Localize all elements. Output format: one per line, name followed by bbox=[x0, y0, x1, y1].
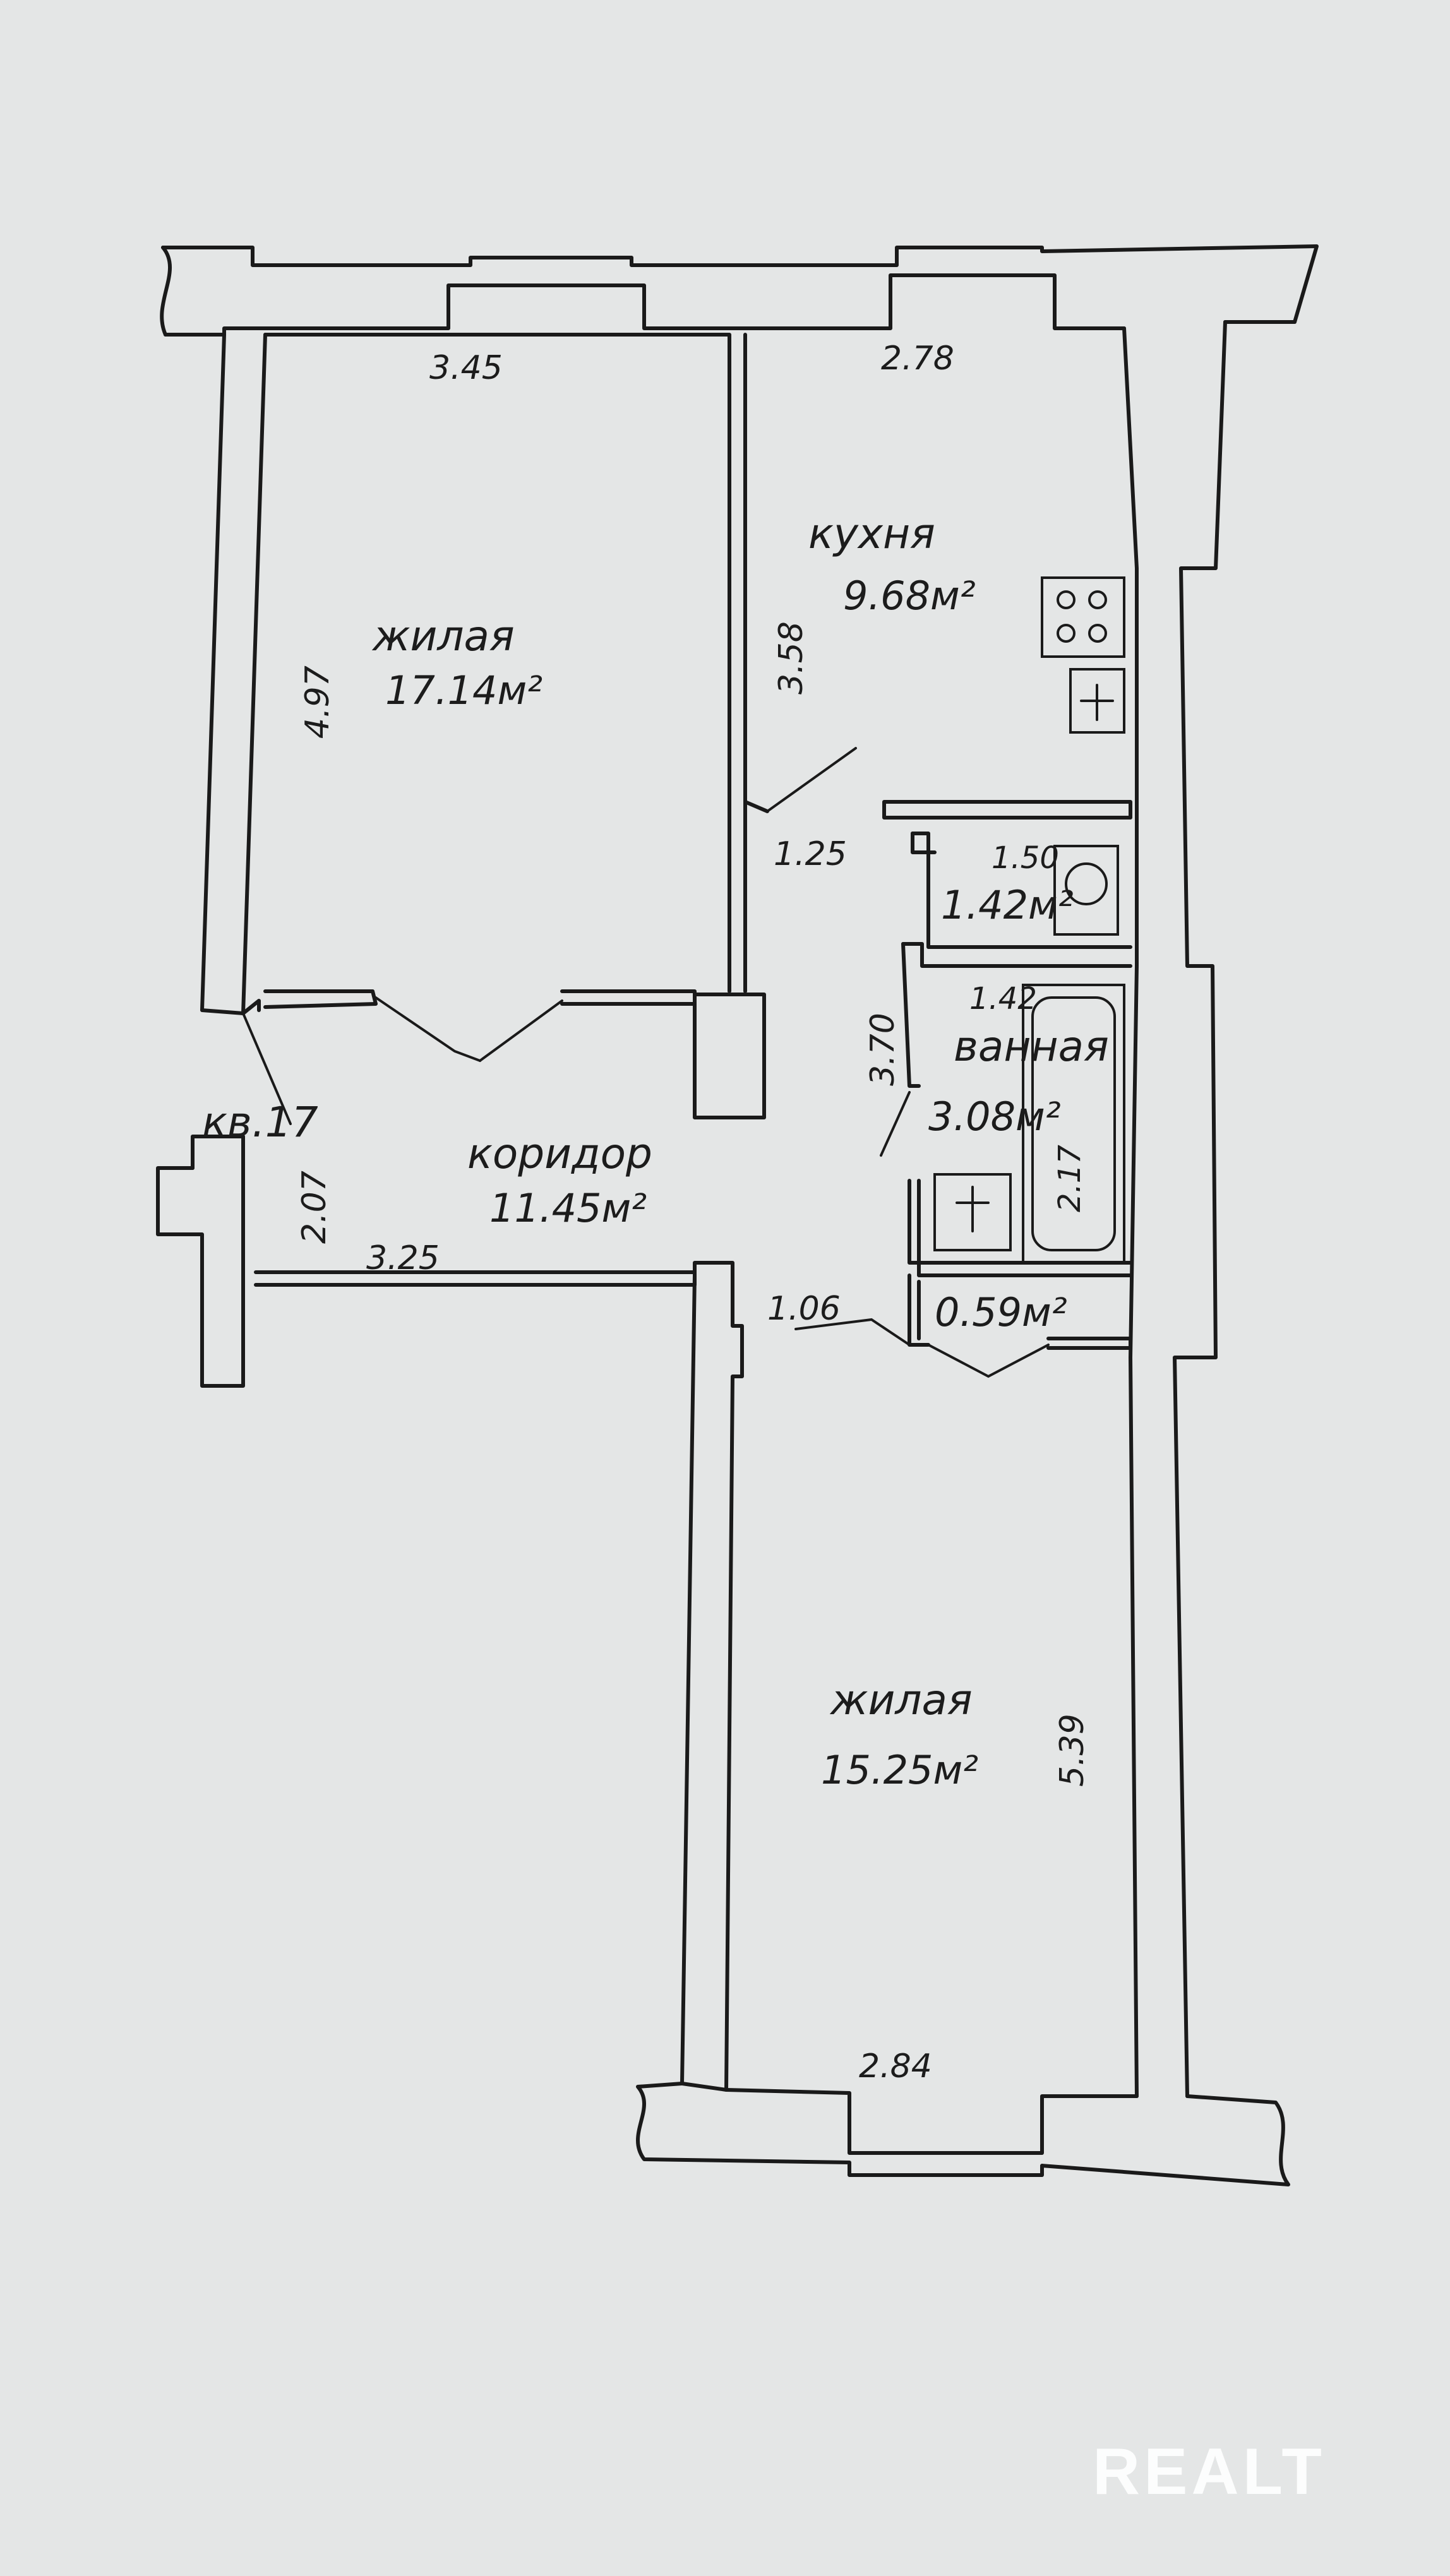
bath-area: 3.08м² bbox=[928, 1094, 1061, 1140]
stove bbox=[1041, 576, 1125, 658]
dim-kitchen-door: 1.25 bbox=[774, 835, 847, 873]
dim-living2-width: 2.84 bbox=[859, 2048, 932, 2085]
toilet bbox=[1053, 845, 1119, 936]
corridor-area: 11.45м² bbox=[489, 1185, 647, 1231]
top-wall-inner bbox=[164, 273, 1126, 337]
right-wall-upper bbox=[1173, 320, 1227, 2098]
living2-name: жилая bbox=[829, 1676, 973, 1724]
dim-corridor-length: 3.70 bbox=[864, 1013, 902, 1086]
dim-living2-length: 5.39 bbox=[1053, 1714, 1091, 1787]
room-bath bbox=[901, 942, 1132, 1277]
dim-corridor-bottom: 3.25 bbox=[366, 1239, 440, 1277]
dim-kitchen-length: 3.58 bbox=[772, 621, 810, 695]
wc-area: 1.42м² bbox=[941, 882, 1074, 928]
dim-kitchen-width: 2.78 bbox=[881, 340, 954, 378]
living1-area: 17.14м² bbox=[385, 667, 542, 713]
dim-living1-width: 3.45 bbox=[429, 349, 503, 387]
top-wall bbox=[161, 244, 1319, 324]
realt-watermark: REALT bbox=[1093, 2435, 1326, 2508]
dim-bath-length: 2.17 bbox=[1052, 1145, 1088, 1212]
dim-corridor-width: 2.07 bbox=[296, 1171, 333, 1244]
dim-bath-width: 1.42 bbox=[969, 981, 1037, 1017]
kitchen-area: 9.68м² bbox=[843, 573, 976, 619]
left-wall bbox=[200, 333, 267, 1015]
room-corridor bbox=[156, 1012, 911, 1388]
living1-name: жилая bbox=[371, 612, 515, 660]
entrance-wall bbox=[156, 1135, 245, 1388]
dim-door-width: 1.06 bbox=[767, 1290, 841, 1328]
outer-walls bbox=[160, 244, 1319, 2098]
living2-area: 15.25м² bbox=[821, 1747, 978, 1793]
basin bbox=[933, 1173, 1012, 1251]
sink bbox=[1069, 668, 1125, 734]
closet-area: 0.59м² bbox=[935, 1289, 1067, 1335]
dim-wc-width: 1.50 bbox=[992, 840, 1059, 876]
room-living2 bbox=[636, 1273, 1290, 2186]
kitchen-name: кухня bbox=[808, 510, 935, 558]
apartment-label: кв.17 bbox=[202, 1098, 318, 1147]
dim-living1-length: 4.97 bbox=[299, 665, 337, 739]
corridor-name: коридор bbox=[467, 1130, 652, 1178]
room-wc bbox=[911, 832, 1132, 949]
bath-name: ванная bbox=[954, 1022, 1109, 1071]
room-kitchen bbox=[743, 576, 1132, 820]
room-living1 bbox=[263, 333, 766, 1119]
chimney-block bbox=[693, 993, 766, 1119]
